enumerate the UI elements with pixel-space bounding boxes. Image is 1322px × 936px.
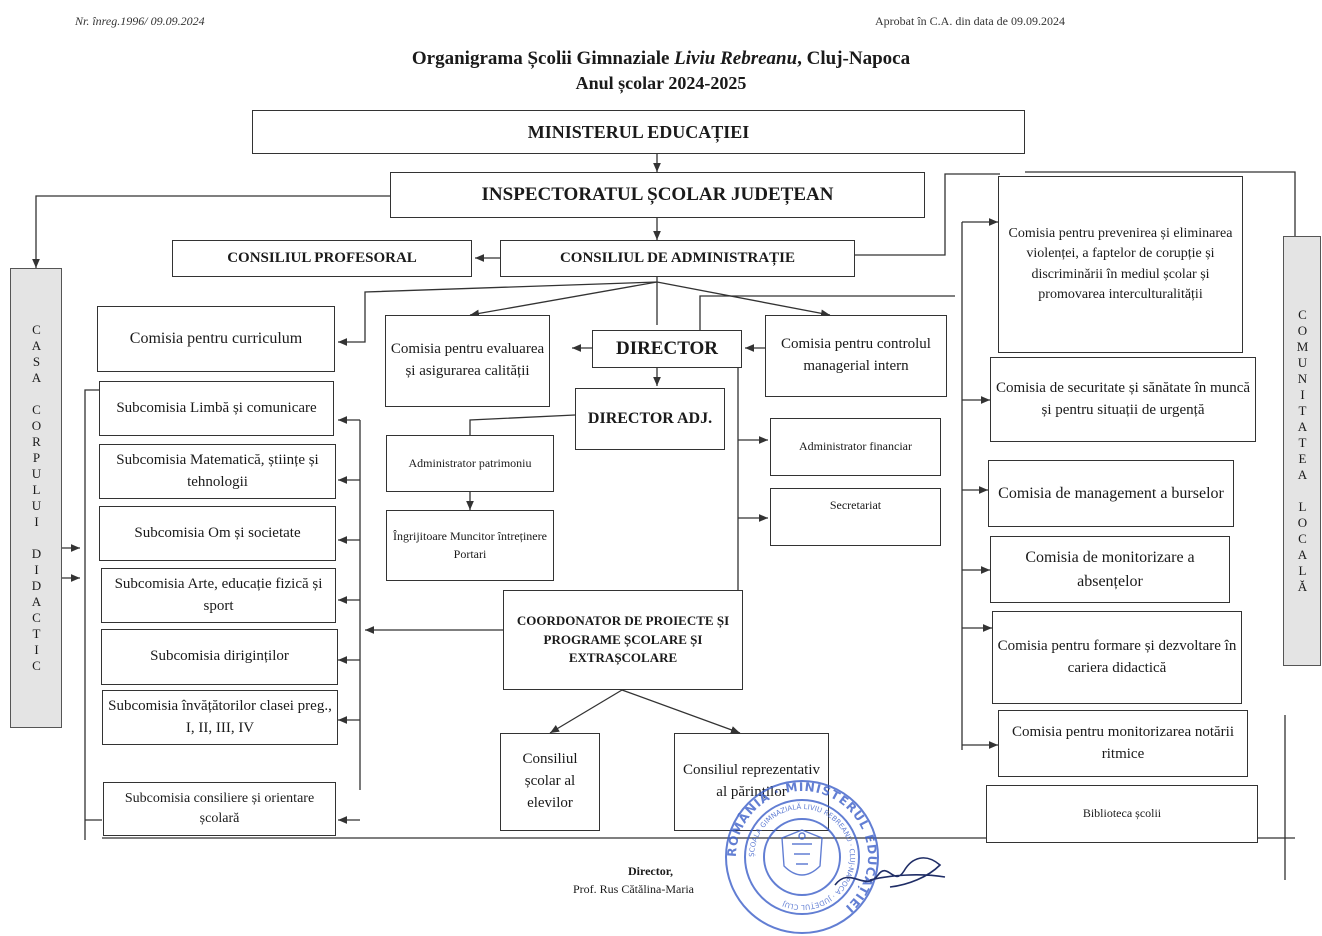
- subcommission-math-box: Subcomisia Matematică, științe și tehnol…: [99, 444, 336, 499]
- subcommission-primary-teachers-box: Subcomisia învățătorilor clasei preg., I…: [102, 690, 338, 745]
- deputy-director-box: DIRECTOR ADJ.: [575, 388, 725, 450]
- students-council-box: Consiliul școlar al elevilor: [500, 733, 600, 831]
- ministry-box: MINISTERUL EDUCAȚIEI: [252, 110, 1025, 154]
- subcommission-society-box: Subcomisia Om și societate: [99, 506, 336, 561]
- title-prefix: Organigrama Școlii Gimnaziale: [411, 48, 675, 69]
- subcommission-counseling-box: Subcomisia consiliere și orientare școla…: [103, 782, 336, 836]
- teachers-house-box: CASA CORPULUI DIDACTIC: [10, 268, 62, 728]
- career-training-commission-box: Comisia pentru formare și dezvoltare în …: [992, 611, 1242, 704]
- signature-role: Director,: [628, 864, 673, 878]
- scholarships-commission-box: Comisia de management a burselor: [988, 460, 1234, 527]
- approval-note: Aprobat în C.A. din data de 09.09.2024: [875, 14, 1065, 28]
- title-suffix: , Cluj-Napoca: [797, 48, 911, 69]
- signature-name: Prof. Rus Cătălina-Maria: [573, 882, 694, 896]
- quality-commission-box: Comisia pentru evaluarea și asigurarea c…: [385, 315, 550, 407]
- registration-number: Nr. înreg.1996/ 09.09.2024: [75, 14, 205, 28]
- teachers-council-box: CONSILIUL PROFESORAL: [172, 240, 472, 277]
- school-library-box: Biblioteca școlii: [986, 785, 1258, 843]
- page-subtitle: Anul școlar 2024-2025: [575, 73, 747, 93]
- curriculum-commission-box: Comisia pentru curriculum: [97, 306, 335, 372]
- local-community-label: COMUNITATEA LOCALĂ: [1295, 307, 1310, 595]
- absences-commission-box: Comisia de monitorizare a absențelor: [990, 536, 1230, 603]
- title-school-name: Liviu Rebreanu: [674, 48, 798, 69]
- subcommission-arts-box: Subcomisia Arte, educație fizică și spor…: [101, 568, 336, 623]
- maintenance-staff-box: Îngrijitoare Muncitor întreținere Portar…: [386, 510, 554, 581]
- inspectorate-box: INSPECTORATUL ȘCOLAR JUDEȚEAN: [390, 172, 925, 218]
- project-coordinator-box: COORDONATOR DE PROIECTE ȘI PROGRAME ȘCOL…: [503, 590, 743, 690]
- local-community-box: COMUNITATEA LOCALĂ: [1283, 236, 1321, 666]
- subcommission-class-masters-box: Subcomisia diriginților: [101, 629, 338, 685]
- admin-council-box: CONSILIUL DE ADMINISTRAȚIE: [500, 240, 855, 277]
- handwritten-signature: [834, 857, 946, 888]
- page-title: Organigrama Școlii Gimnaziale Liviu Rebr…: [0, 48, 1322, 70]
- financial-administrator-box: Administrator financiar: [770, 418, 941, 476]
- director-box: DIRECTOR: [592, 330, 742, 368]
- safety-health-commission-box: Comisia de securitate și sănătate în mun…: [990, 357, 1256, 442]
- internal-control-commission-box: Comisia pentru controlul managerial inte…: [765, 315, 947, 397]
- coat-of-arms-icon: [781, 829, 823, 876]
- subcommission-language-box: Subcomisia Limbă și comunicare: [99, 381, 334, 436]
- violence-prevention-commission-box: Comisia pentru prevenirea și eliminarea …: [998, 176, 1243, 353]
- patrimony-administrator-box: Administrator patrimoniu: [386, 435, 554, 492]
- official-stamp: ROMÂNIA · MINISTERUL EDUCAȚIEI ȘCOALA GI…: [725, 780, 879, 934]
- grading-monitoring-commission-box: Comisia pentru monitorizarea notării rit…: [998, 710, 1248, 777]
- secretariat-box: Secretariat: [770, 488, 941, 546]
- teachers-house-label: CASA CORPULUI DIDACTIC: [29, 322, 44, 674]
